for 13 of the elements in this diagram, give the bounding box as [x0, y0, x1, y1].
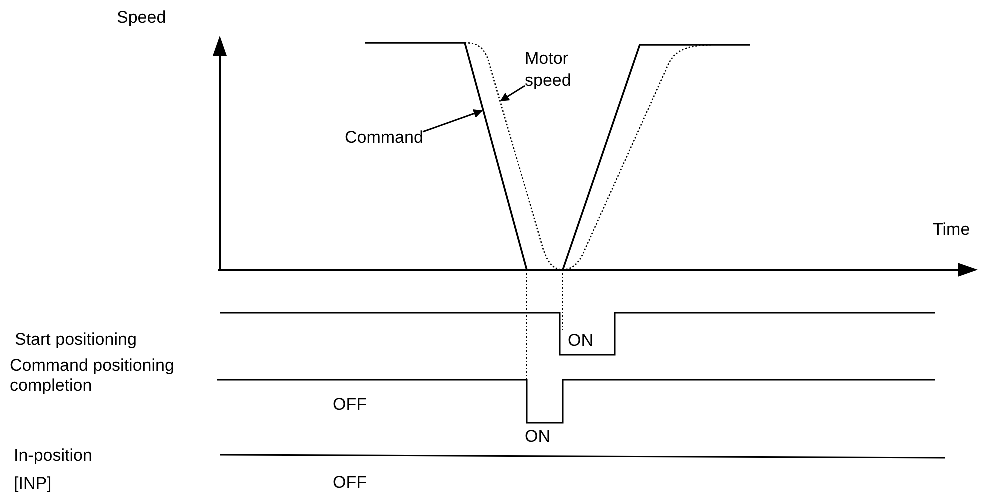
- curve-label: Command: [345, 128, 424, 148]
- leader-arrow: [422, 109, 483, 133]
- curve-label: Motor speed: [525, 48, 587, 92]
- state-label: ON: [525, 427, 550, 447]
- state-label: ON: [568, 331, 594, 351]
- axis-label: Time: [933, 220, 970, 240]
- state-label: OFF: [333, 473, 367, 493]
- signal-name: Command positioning completion: [10, 356, 176, 396]
- signal-name: Start positioning: [15, 330, 137, 350]
- state-label: OFF: [333, 395, 367, 415]
- axis-label: Speed: [117, 8, 166, 28]
- leader-arrow: [500, 85, 526, 102]
- signal-name: In-position [INP]: [14, 445, 94, 495]
